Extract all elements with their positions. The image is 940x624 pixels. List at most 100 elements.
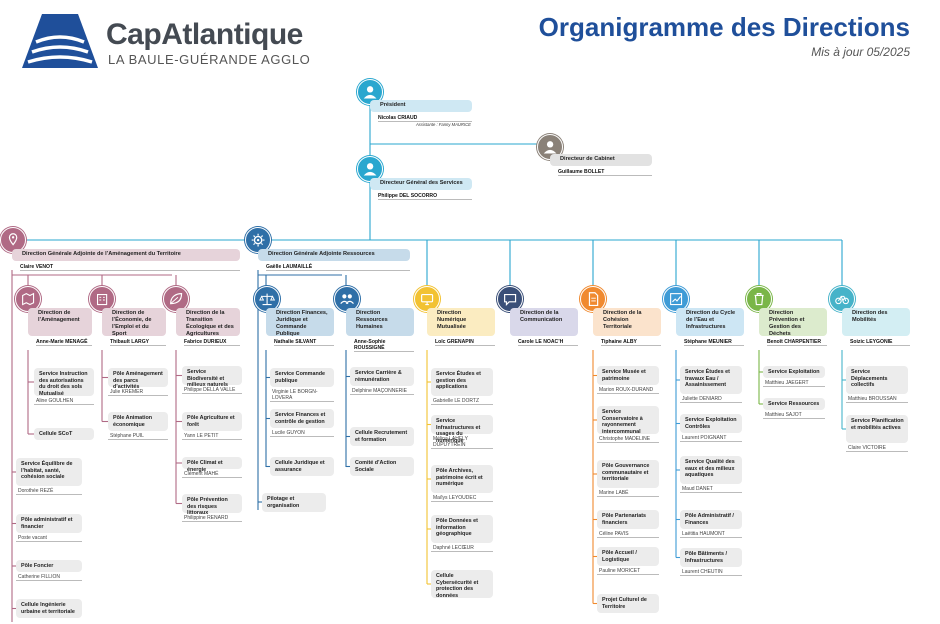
dga-r-dir-0-icon	[254, 286, 280, 312]
dir-3-svc-0: Service Études et travaux Eau / Assainis…	[680, 366, 742, 394]
dga-r-name: Gaëlle LAUMAILLÉ	[266, 264, 410, 271]
leaf-icon	[169, 292, 183, 305]
dga-r-dir-1-svc-2: Comité d’Action Sociale	[350, 457, 414, 476]
dga-at-dir-0-svc-0-person: Aline GOULHEN	[34, 398, 94, 405]
capatlantique-logo-icon	[22, 14, 98, 68]
dir-0-title: Direction Numérique Mutualisée	[437, 310, 467, 330]
dir-5-head: Soizic LEYGONIE	[850, 339, 910, 346]
dga-r-dir-0: Direction Finances, Juridique et Command…	[266, 308, 334, 337]
dir-0-svc-2: Pôle Archives, patrimoine écrit et numér…	[431, 465, 493, 493]
dir-0-svc-4: Cellule Cybersécurité et protection des …	[431, 570, 493, 599]
dir-2-svc-4-person: Pauline MORICET	[597, 568, 659, 575]
dir-0-head: Loïc GRENAPIN	[435, 339, 495, 346]
scales-icon	[258, 293, 276, 306]
document-icon	[588, 292, 599, 306]
dir-3-svc-4-person: Laurent CHEUTIN	[680, 569, 742, 576]
building-icon	[96, 293, 108, 306]
dir-3-svc-2-person: Maud DANET	[680, 486, 742, 493]
dga-at-dir-0-icon	[15, 286, 41, 312]
person-icon	[363, 86, 377, 99]
dir-0: Direction Numérique Mutualisée	[427, 308, 495, 336]
dir-3: Direction du Cycle de l’Eau et Infrastru…	[676, 308, 744, 336]
dir-5: Direction des Mobilités	[842, 308, 910, 336]
dga-r-dir-1-svc-1: Cellule Recrutement et formation	[350, 427, 414, 446]
dga-at-dir-2-svc-2-person: Clément MAHÉ	[182, 471, 242, 478]
dga-r-dir-0-svc-1: Service Finances et contrôle de gestion	[270, 409, 334, 428]
person-icon	[543, 141, 557, 154]
dgs-name: Philippe DEL SOCORRO	[378, 193, 472, 200]
speech-icon	[503, 293, 517, 306]
dga-at-dir-2-svc-3: Pôle Prévention des risques littoraux	[182, 494, 242, 516]
cabinet-box: Directeur de Cabinet	[550, 154, 652, 166]
dir-2-svc-2-person: Marine LABÉ	[597, 490, 659, 497]
dga-at-dir-2-head: Fabrice DURIEUX	[184, 339, 240, 346]
dga-r-dir-0-svc-1-person: Lucile GUYON	[270, 430, 334, 437]
dga-at-direct-svc-2-person: Catherine FILLION	[16, 574, 82, 581]
dga-r-dir-0-title: Direction Finances, Juridique et Command…	[276, 310, 328, 337]
dga-r-dir-0-svc-2: Cellule Juridique et assurance	[270, 457, 334, 476]
dir-2-svc-2: Pôle Gouvernance communautaire et territ…	[597, 460, 659, 488]
dga-r-dir-1-title: Direction Ressources Humaines	[356, 310, 388, 330]
dir-5-svc-0-person: Matthieu BROUSSAN	[846, 396, 908, 403]
dir-4-svc-1-person: Matthieu SAJOT	[763, 412, 825, 419]
president-name: Nicolas CRIAUD	[378, 115, 472, 122]
dga-at-dir-0: Direction de l’Aménagement	[28, 308, 92, 336]
dga-r-dir-1-svc-0-person: Delphine MAÇONNERIE	[350, 388, 414, 395]
dga-r-dir-1: Direction Ressources Humaines	[346, 308, 414, 336]
chart-icon	[669, 292, 683, 306]
dir-1-head: Carole LE NOAC’H	[518, 339, 578, 346]
bike-icon	[835, 295, 849, 305]
dgs-box: Directeur Général des Services	[370, 178, 472, 190]
dir-0-svc-1: Service Infrastructures et usages du num…	[431, 415, 493, 444]
dga-at-dir-2-svc-0-person: Philippe DELLA VALLE	[182, 387, 242, 394]
president-box: Président	[370, 100, 472, 112]
dir-5-svc-1-person: Claire VICTOIRE	[846, 445, 908, 452]
dga-at-direct-svc-1-person: Poste vacant	[16, 535, 82, 542]
dga-at-box: Direction Générale Adjointe de l’Aménage…	[12, 249, 240, 261]
dir-2-svc-0: Service Musée et patrimoine	[597, 366, 659, 385]
dir-4: Direction Prévention et Gestion des Déch…	[759, 308, 827, 337]
page-subtitle: Mis à jour 05/2025	[811, 45, 910, 59]
dir-5-svc-1: Service Planification et mobilités activ…	[846, 415, 908, 443]
dga-at-dir-2-svc-3-person: Philippine RENARD	[182, 515, 242, 522]
dga-at-dir-1-svc-1-person: Stéphane PUIL	[108, 433, 168, 440]
dga-r-dir-1-head: Anne-Sophie ROUSSIGNÉ	[354, 339, 414, 352]
dga-r-dir-0-svc-0-person: Virginie LE BORGN-LOVERA	[270, 389, 334, 402]
dir-3-svc-1: Service Exploitation Contrôles	[680, 414, 742, 433]
dir-4-title: Direction Prévention et Gestion des Déch…	[769, 310, 805, 337]
map-pin-icon	[8, 233, 18, 246]
president-assistant: Assistante : Fanny MAURICE	[416, 122, 471, 127]
dir-3-svc-3-person: Laëtitia HAUMONT	[680, 531, 742, 538]
monitor-icon	[420, 293, 434, 306]
dir-2-svc-1: Service Conservatoire à rayonnement inte…	[597, 406, 659, 435]
dir-3-head: Stéphane MEUNIER	[684, 339, 744, 346]
dir-3-svc-1-person: Laurent POIGNANT	[680, 435, 742, 442]
dga-at-direct-svc-0-person: Dorothée REZÉ	[16, 488, 82, 495]
people-icon	[340, 294, 354, 304]
dir-5-svc-0: Service Déplacements collectifs	[846, 366, 908, 394]
dir-4-svc-1: Service Ressources	[763, 398, 825, 410]
dga-at-dir-1-svc-0: Pôle Aménagement des parcs d’activités	[108, 368, 168, 390]
dir-2-svc-4: Pôle Accueil / Logistique	[597, 547, 659, 566]
dir-0-svc-3-person: Daphné LECŒUR	[431, 545, 493, 552]
dga-at-dir-2-title: Direction de la Transition Écologique et…	[186, 310, 234, 337]
dga-at-box-title: Direction Générale Adjointe de l’Aménage…	[22, 251, 181, 257]
logo-subtitle: LA BAULE-GUÉRANDE AGGLO	[108, 52, 311, 67]
dga-at-dir-1-head: Thibault LARGY	[110, 339, 166, 346]
dga-at-direct-svc-2: Pôle Foncier	[16, 560, 82, 572]
dga-at-direct-svc-1: Pôle administratif et financier	[16, 514, 82, 533]
dga-at-dir-2-icon	[163, 286, 189, 312]
dga-at-icon	[0, 227, 26, 253]
dir-3-svc-3: Pôle Administratif / Finances	[680, 510, 742, 529]
dga-r-direct-svc-0: Pilotage et organisation	[262, 493, 326, 512]
dga-at-dir-0-svc-1: Cellule SCoT	[34, 428, 94, 440]
dir-3-icon	[663, 286, 689, 312]
president-box-title: Président	[380, 102, 406, 108]
dga-r-dir-0-head: Nathalie SILVANT	[274, 339, 334, 346]
dir-3-svc-0-person: Juliette DENIARD	[680, 396, 742, 403]
dga-at-dir-2-svc-1-person: Yann LE PETIT	[182, 433, 242, 440]
dir-0-svc-0: Service Études et gestion des applicatio…	[431, 368, 493, 396]
dir-3-svc-2: Service Qualité des eaux et des milieux …	[680, 456, 742, 484]
